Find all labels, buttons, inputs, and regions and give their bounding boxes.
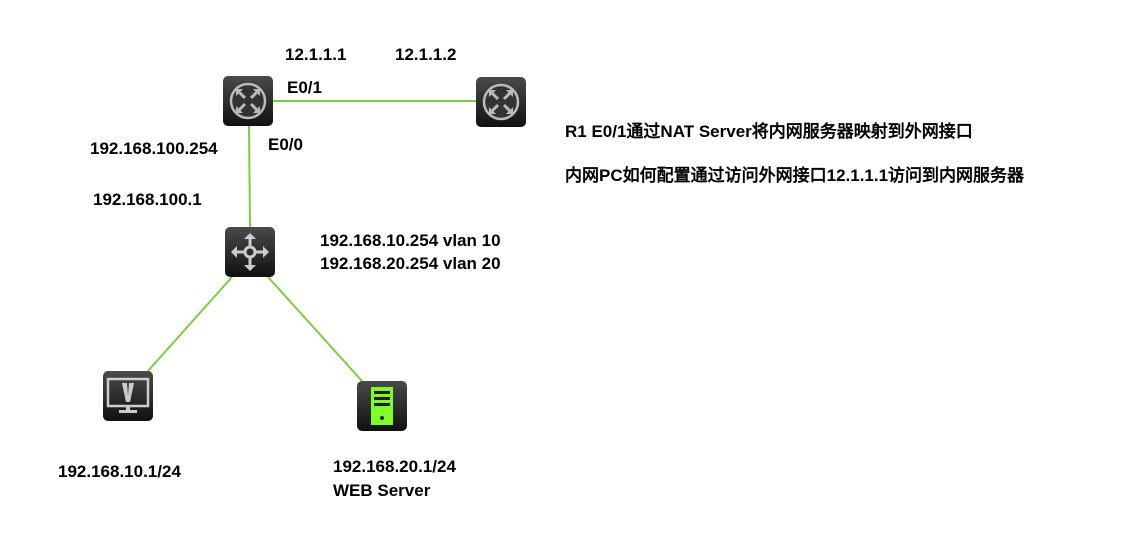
r1-outside-ip: 12.1.1.1 (285, 45, 347, 64)
link-switch-pc (147, 276, 233, 372)
pc-icon (106, 377, 150, 413)
server-name: WEB Server (333, 481, 431, 500)
l3-switch-icon (231, 233, 269, 271)
note-1: R1 E0/1通过NAT Server将内网服务器映射到外网接口 (565, 122, 973, 141)
switch-vlan20: 192.168.20.254 vlan 20 (320, 254, 501, 273)
link-switch-server (267, 276, 363, 382)
router-icon (229, 82, 267, 120)
pc-ip: 192.168.10.1/24 (58, 462, 181, 481)
r1-port-e0-1: E0/1 (287, 78, 322, 97)
router-r1[interactable] (223, 76, 273, 126)
router-icon (482, 83, 520, 121)
link-r1-switch (248, 125, 251, 228)
pc[interactable] (103, 371, 153, 421)
switch-uplink-ip: 192.168.100.1 (93, 190, 202, 209)
router-r2[interactable] (476, 77, 526, 127)
web-server[interactable] (357, 381, 407, 431)
r2-ip: 12.1.1.2 (395, 45, 457, 64)
server-icon (371, 387, 393, 425)
l3-switch[interactable] (225, 227, 275, 277)
server-ip: 192.168.20.1/24 (333, 457, 456, 476)
r1-inside-ip: 192.168.100.254 (90, 139, 218, 158)
switch-vlan10: 192.168.10.254 vlan 10 (320, 231, 501, 250)
note-2: 内网PC如何配置通过访问外网接口12.1.1.1访问到内网服务器 (565, 166, 1025, 185)
r1-port-e0-0: E0/0 (268, 135, 303, 154)
